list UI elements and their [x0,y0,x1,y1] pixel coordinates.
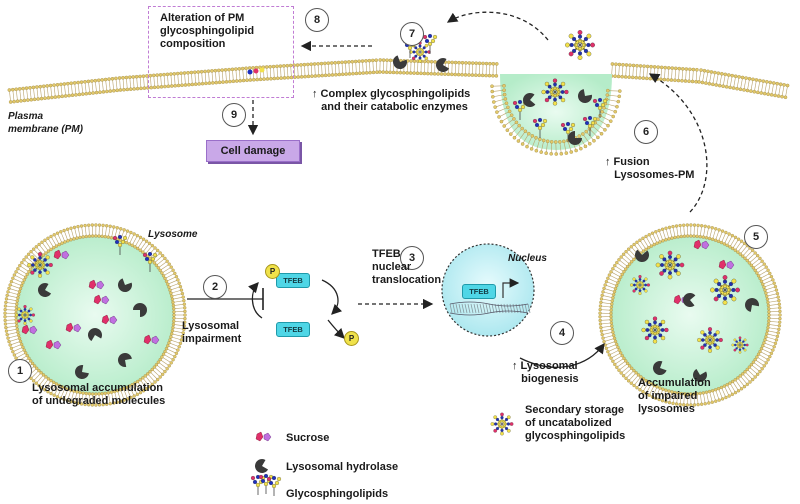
secondary-storage-label: Secondary storage of uncatabolized glyco… [525,404,626,442]
step-badge-8: 8 [305,8,329,32]
glycosphingolipid-molecule [710,275,740,305]
sucrose-molecule [255,431,272,442]
glycosphingolipid-molecule [142,251,158,272]
alteration-box [148,6,294,98]
hydrolase-molecule [436,58,450,72]
step-badge-5: 5 [744,225,768,249]
sucrose-molecule [693,239,710,250]
step-badge-1: 1 [8,359,32,383]
tfeb-phosphorylated: TFEB [276,273,310,288]
glycosphingolipid-molecule [655,250,685,280]
arrow-5-to-6 [648,73,708,213]
sucrose-molecule [88,279,105,290]
hydrolase-molecule [118,353,132,367]
glycosphingolipid-molecule [250,474,266,495]
glycosphingolipid-molecule [592,97,608,118]
glycosphingolipid-molecule [490,412,514,436]
dna-helix [449,301,531,316]
molecules-layer [15,30,759,436]
pm-altered-molecules [247,67,265,75]
tfeb-cycle-upper [321,279,343,315]
glycosphingolipid-molecule [582,115,598,136]
arrow-biogenesis [519,342,605,368]
cell-damage-box: Cell damage [206,140,300,162]
alteration-label: Alteration of PM glycosphingolipid compo… [160,12,255,50]
glycosphingolipid-molecule [409,41,431,63]
hydrolase-molecule [88,328,102,342]
step-badge-9: 9 [222,103,246,127]
tfeb-dephosphorylated: TFEB [276,322,310,337]
glycosphingolipid-molecule [266,475,282,496]
step-badge-7: 7 [400,22,424,46]
phosphate-released: P [344,331,359,346]
glycosphingolipid-molecule [565,30,595,60]
glycosphingolipid-molecule [641,316,669,344]
tfeb-nuclear: TFEB [462,284,496,299]
tfeb-cycle-lower [248,282,263,319]
plasma-membrane [7,58,790,104]
legend-sucrose-label: Sucrose [286,432,330,444]
sucrose-molecule [65,322,82,333]
glycosphingolipid-molecule [560,121,576,142]
fusion-vesicle [490,74,622,156]
legend-hydrolase-label: Lysosomal hydrolase [286,461,399,473]
glycosphingolipid-molecule [15,305,35,325]
hydrolase-molecule [653,361,667,375]
sucrose-molecule [93,294,110,305]
hydrolase-molecule [75,365,89,379]
hydrolase-molecule [38,283,52,297]
step-badge-4: 4 [550,321,574,345]
glycosphingolipid-molecule [731,336,749,354]
glycosphingolipid-molecule [112,234,128,255]
glycosphingolipid-molecule [27,252,53,278]
lysosome-label: Lysosome [148,229,198,240]
pm-label: Plasma membrane (PM) [8,111,84,135]
legend-icons [250,431,282,496]
tfeb-translocation-label: TFEB nuclear translocation [372,248,442,286]
nucleus-label: Nucleus [508,253,547,264]
hydrolase-molecule [133,303,147,317]
legend-glycosphingolipid-label: Glycosphingolipids [286,488,389,500]
step-badge-6: 6 [634,120,658,144]
sucrose-molecule [21,324,38,335]
sucrose-molecule [45,339,62,350]
hydrolase-molecule [745,298,759,312]
lysosomal-biogenesis-label: ↑ Lysosomal biogenesis [512,360,579,385]
lysosomal-accumulation-label: Lysosomal accumulation of undegraded mol… [32,382,166,407]
hydrolase-molecule [683,293,696,307]
glycosphingolipid-molecule [258,473,274,494]
glycosphingolipid-molecule [630,275,650,295]
sucrose-molecule [718,259,735,270]
lysosomal-impairment-label: Lysosomal impairment [182,320,242,345]
arrow-dephosphorylation [327,319,345,339]
sucrose-molecule [53,249,70,260]
hydrolase-molecule [578,89,592,103]
hydrolase-molecule [255,459,269,473]
step-badge-3: 3 [400,246,424,270]
phosphate-bound: P [265,264,280,279]
hydrolase-molecule [693,368,707,382]
impaired-lysosomes-label: Accumulation of impaired lysosomes [638,377,711,415]
arrows [187,11,708,368]
glycosphingolipid-molecule [532,117,548,138]
sucrose-molecule [143,334,160,345]
arrow-7-from-vesicle [446,11,549,41]
glycosphingolipid-molecule [541,78,569,106]
step-badge-2: 2 [203,275,227,299]
lysosome-left [3,223,187,407]
hydrolase-molecule [523,93,536,107]
hydrolase-molecule [568,131,582,145]
lysosome-right [598,223,782,407]
sucrose-molecule [101,314,118,325]
hydrolase-molecule [393,55,407,69]
hydrolase-molecule [118,278,132,292]
complex-glycosphingolipids-label: ↑ Complex glycosphingolipids and their c… [312,88,471,113]
hydrolase-molecule [635,249,649,262]
fusion-label: ↑ Fusion Lysosomes-PM [605,156,695,181]
glycosphingolipid-molecule [422,33,438,54]
glycosphingolipid-molecule [697,327,723,353]
